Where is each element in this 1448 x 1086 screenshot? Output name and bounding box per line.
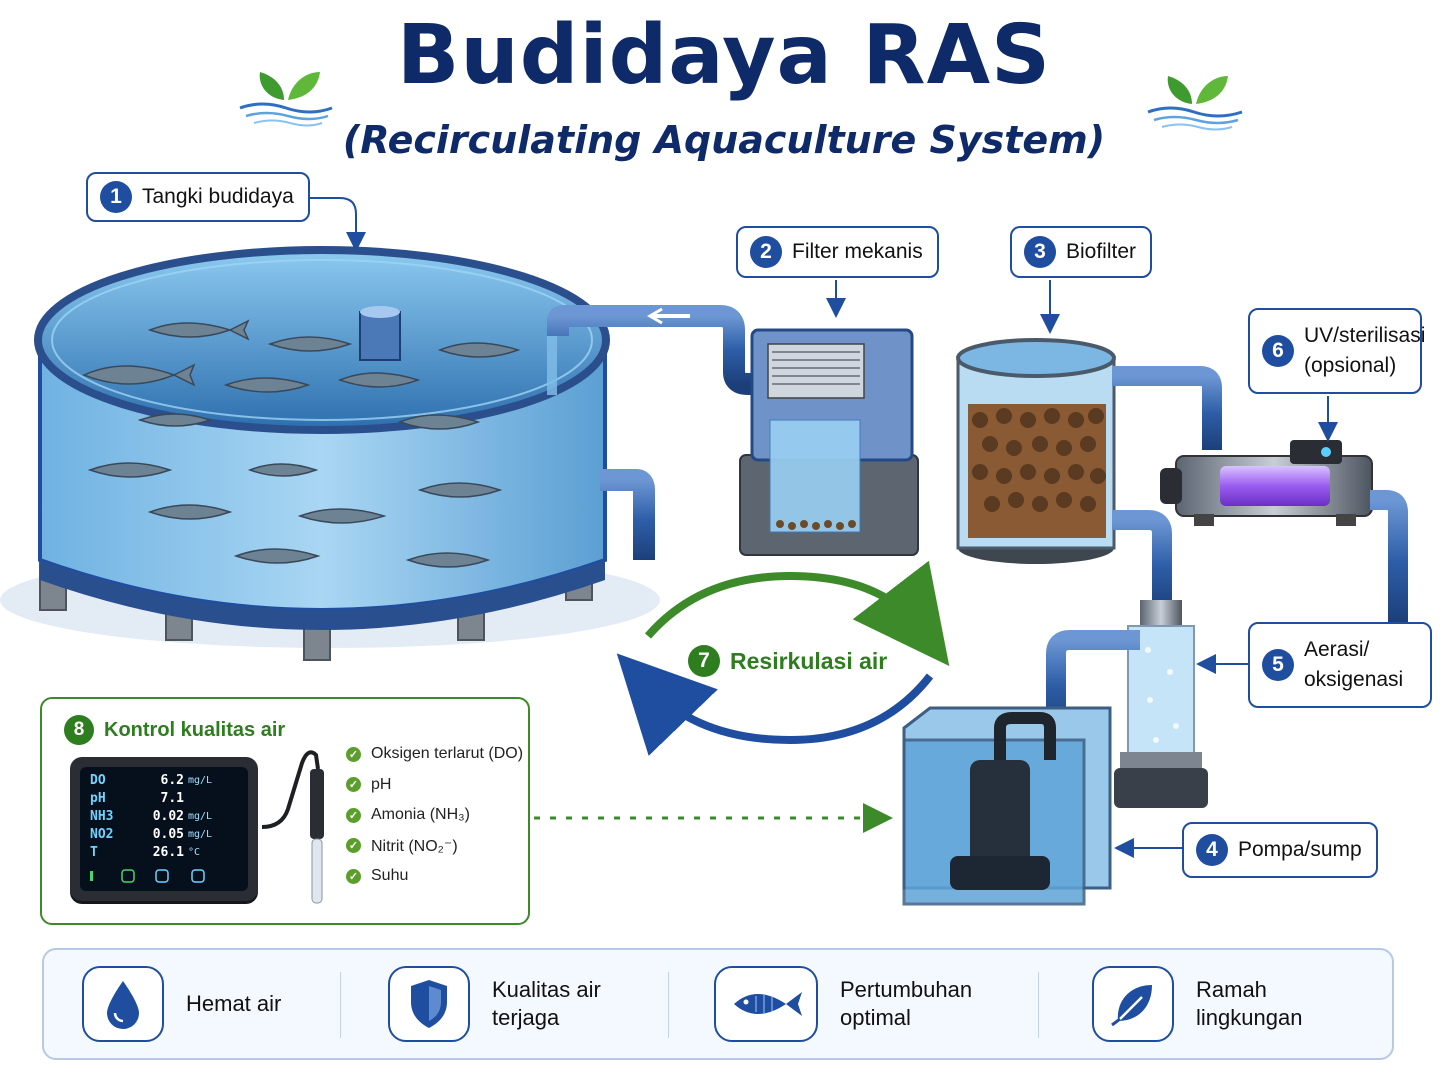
leaf-wave-icon <box>1147 76 1243 131</box>
reading-key: DO <box>90 773 106 788</box>
checklist-item: ✓ pH <box>346 770 523 801</box>
reading-unit: mg/L <box>188 811 213 822</box>
leaf-wave-icon <box>239 72 333 127</box>
recirculation-arrow-bottom <box>616 653 934 756</box>
benefit-item: Hemat air <box>82 966 281 1042</box>
callout-number: 2 <box>750 236 782 268</box>
benefit-label: Kualitas air terjaga <box>492 977 601 1030</box>
callout-label: UV/sterilisasi (opsional) <box>1304 324 1426 377</box>
callout-label: Pompa/sump <box>1238 838 1362 861</box>
reading-value: 7.1 <box>160 791 184 806</box>
shield-icon <box>388 966 470 1042</box>
reading-value: 0.02 <box>152 809 184 824</box>
callout-uv-sterilizer: 6 UV/sterilisasi (opsional) <box>1248 308 1426 394</box>
reading-unit: °C <box>188 847 201 858</box>
water-parameter-checklist: ✓ Oksigen terlarut (DO) ✓ pH ✓ Amonia (NH₃)… <box>346 739 523 892</box>
callout-number: 8 <box>64 715 94 745</box>
checklist-label: Oksigen terlarut (DO) <box>371 745 524 763</box>
check-icon: ✓ <box>346 868 361 884</box>
recirculation-label: 7 Resirkulasi air <box>688 645 887 677</box>
callout-number: 7 <box>688 645 720 677</box>
reading-unit: mg/L <box>188 775 213 786</box>
reading-unit <box>184 791 188 806</box>
ras-diagram <box>0 197 1408 906</box>
reading-row: NH3 0.02 mg/L <box>90 809 240 824</box>
leaf-icon <box>1092 966 1174 1042</box>
checklist-label: Suhu <box>371 867 409 885</box>
reading-unit: mg/L <box>188 829 213 840</box>
check-icon: ✓ <box>346 807 361 823</box>
recirculation-arrow-top <box>644 560 950 667</box>
reading-row: NO2 0.05 mg/L <box>90 827 240 842</box>
benefit-item: Ramah lingkungan <box>1092 966 1302 1042</box>
water-quality-monitor: DO 6.2 mg/L pH 7.1 NH3 0.02 mg/L NO2 0.0… <box>70 757 258 901</box>
reading-value: 0.05 <box>152 827 184 842</box>
checklist-label: Nitrit (NO₂⁻) <box>371 837 458 855</box>
callout-pump-sump: 4 Pompa/sump <box>1182 822 1378 878</box>
check-icon: ✓ <box>346 838 361 854</box>
monitor-status-icons <box>90 869 205 883</box>
callout-aeration: 5 Aerasi/ oksigenasi <box>1248 622 1432 708</box>
benefit-label: Ramah lingkungan <box>1196 977 1303 1030</box>
fish-group <box>82 319 521 568</box>
mechanical-filter <box>739 328 919 556</box>
sump-tank <box>902 706 1112 906</box>
checklist-item: ✓ Amonia (NH₃) <box>346 800 523 831</box>
benefit-item: Kualitas air terjaga <box>388 966 601 1042</box>
divider <box>1038 972 1039 1038</box>
callout-label: Biofilter <box>1066 240 1137 263</box>
checklist-label: pH <box>371 775 392 793</box>
callout-label: Tangki budidaya <box>142 185 294 208</box>
callout-culture-tank: 1 Tangki budidaya <box>86 172 310 222</box>
callout-number: 6 <box>1262 335 1294 367</box>
reading-row: pH 7.1 <box>90 791 240 806</box>
callout-number: 1 <box>100 181 132 213</box>
water-quality-panel: 8 Kontrol kualitas air DO 6.2 mg/L pH 7.… <box>40 697 530 925</box>
benefits-bar: Hemat air Kualitas air terjaga Pertumbuh… <box>42 948 1394 1060</box>
checklist-label: Amonia (NH₃) <box>371 806 470 824</box>
recirculation-text: Resirkulasi air <box>730 647 888 674</box>
reading-key: T <box>90 845 98 860</box>
culture-tank <box>34 246 655 630</box>
page-subtitle: (Recirculating Aquaculture System) <box>342 118 1106 162</box>
uv-sterilizer <box>1160 440 1373 526</box>
checklist-item: ✓ Oksigen terlarut (DO) <box>346 739 523 770</box>
reading-row: T 26.1 °C <box>90 845 240 860</box>
pipe-inlet <box>547 305 760 395</box>
water-drop-icon <box>82 966 164 1042</box>
water-quality-title: Kontrol kualitas air <box>104 718 286 741</box>
reading-row: DO 6.2 mg/L <box>90 773 240 788</box>
divider <box>668 972 669 1038</box>
callout-mechanical-filter: 2 Filter mekanis <box>736 226 939 278</box>
reading-key: pH <box>90 791 106 806</box>
reading-value: 6.2 <box>160 773 184 788</box>
reading-key: NH3 <box>90 809 114 824</box>
callout-biofilter: 3 Biofilter <box>1010 226 1153 278</box>
page-title: Budidaya RAS <box>396 8 1052 103</box>
biofilter <box>956 338 1116 564</box>
checklist-item: ✓ Suhu <box>346 861 523 892</box>
reading-value: 26.1 <box>152 845 184 860</box>
fish-icon <box>714 966 818 1042</box>
reading-key: NO2 <box>90 827 114 842</box>
water-quality-header: 8 Kontrol kualitas air <box>64 715 285 745</box>
divider <box>340 972 341 1038</box>
check-icon: ✓ <box>346 746 361 762</box>
monitor-screen: DO 6.2 mg/L pH 7.1 NH3 0.02 mg/L NO2 0.0… <box>80 767 248 891</box>
checklist-item: ✓ Nitrit (NO₂⁻) <box>346 831 523 862</box>
benefit-item: Pertumbuhan optimal <box>714 966 972 1042</box>
callout-label: Filter mekanis <box>792 240 923 263</box>
check-icon: ✓ <box>346 777 361 793</box>
callout-label: Aerasi/ oksigenasi <box>1304 638 1404 691</box>
callout-number: 3 <box>1024 236 1056 268</box>
probe-icon <box>261 750 324 904</box>
callout-number: 5 <box>1262 649 1294 681</box>
benefit-label: Hemat air <box>186 991 282 1016</box>
benefit-label: Pertumbuhan optimal <box>840 977 973 1030</box>
callout-number: 4 <box>1196 834 1228 866</box>
